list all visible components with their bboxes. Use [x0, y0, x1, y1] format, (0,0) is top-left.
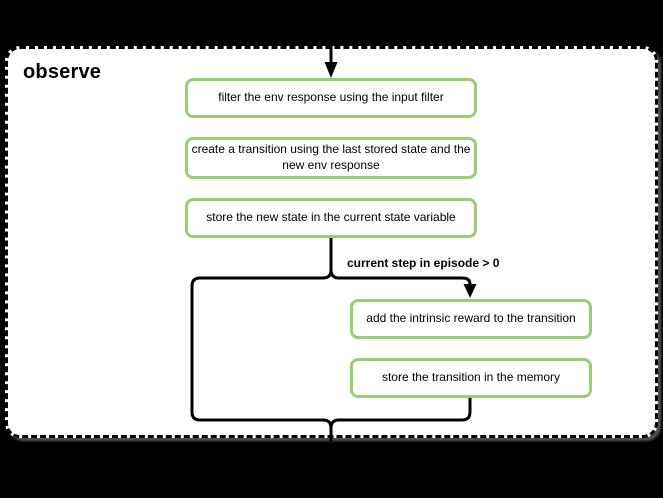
node-add-intrinsic-reward[interactable]: add the intrinsic reward to the transiti… — [350, 299, 592, 339]
node-add-intrinsic-reward-label: add the intrinsic reward to the transiti… — [366, 311, 576, 326]
node-filter-env-response-label: filter the env response using the input … — [218, 90, 444, 105]
node-filter-env-response[interactable]: filter the env response using the input … — [185, 78, 477, 118]
node-store-transition[interactable]: store the transition in the memory — [350, 358, 592, 398]
panel-title: observe — [23, 61, 102, 83]
branch-condition-label: current step in episode > 0 — [347, 256, 500, 270]
node-store-new-state-label: store the new state in the current state… — [206, 210, 456, 225]
node-store-new-state[interactable]: store the new state in the current state… — [185, 198, 477, 238]
node-store-transition-label: store the transition in the memory — [381, 370, 561, 385]
node-create-transition-label: create a transition using the last store… — [191, 142, 471, 172]
node-create-transition[interactable]: create a transition using the last store… — [185, 137, 477, 179]
